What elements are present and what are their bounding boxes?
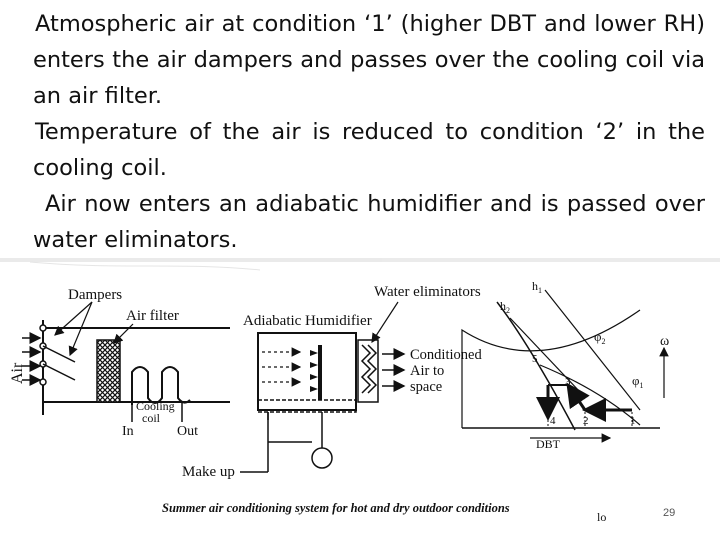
- page-number: 29: [663, 507, 676, 519]
- water-eliminators-label: Water eliminators: [374, 284, 481, 300]
- humidifier-box: [257, 332, 357, 411]
- humidifier-flow-arrows: [262, 347, 302, 387]
- omega-label: ω: [660, 334, 669, 349]
- cooling-coil-label: Cooling coil: [136, 399, 178, 425]
- figure-caption: Summer air conditioning system for hot a…: [162, 501, 510, 515]
- caption-suffix: lo: [597, 510, 606, 524]
- conditioned-label: Conditioned: [410, 347, 482, 363]
- h1-label: h1: [532, 279, 542, 295]
- h2-label: h2: [500, 299, 510, 315]
- humidifier-label: Adiabatic Humidifier: [243, 313, 372, 329]
- air-to-label: Air to: [410, 363, 444, 379]
- outlet-arrows: [382, 348, 406, 392]
- point-4-label: 4: [550, 415, 556, 427]
- dampers-label: Dampers: [68, 287, 122, 303]
- spray-nozzles: [310, 345, 322, 400]
- point-1-label: 1: [630, 415, 636, 427]
- coil-out-label: Out: [177, 424, 198, 439]
- space-label: space: [410, 379, 442, 395]
- psychrometric-chart: [461, 289, 669, 443]
- paragraph-1: Atmospheric air at condition ‘1’ (higher…: [33, 11, 705, 109]
- water-tray: [257, 399, 357, 413]
- dampers: [39, 324, 76, 386]
- makeup-water-pump: [240, 412, 333, 473]
- summer-ac-system-figure: Air Dampers Air filter Cooling coil In O…: [0, 258, 720, 524]
- dbt-label: DBT: [536, 437, 561, 451]
- phi1-label: φ1: [632, 373, 644, 390]
- body-text: Atmospheric air at condition ‘1’ (higher…: [33, 6, 705, 258]
- point-5-label: 5: [532, 353, 538, 365]
- paragraph-2: Temperature of the air is reduced to con…: [33, 119, 705, 181]
- air-filter: [96, 339, 121, 403]
- water-eliminators: [357, 339, 379, 403]
- make-up-label: Make up: [182, 464, 235, 480]
- point-3-label: 3: [565, 376, 571, 388]
- scan-artifacts: [0, 258, 720, 271]
- point-2-label: 2: [583, 415, 589, 427]
- cooling-coil: [131, 366, 191, 405]
- paragraph-3: Air now enters an adiabatic humidifier a…: [33, 191, 705, 253]
- phi2-label: φ2: [594, 329, 606, 346]
- inlet-arrows: [22, 332, 42, 386]
- air-label: Air: [9, 362, 26, 384]
- coil-in-label: In: [122, 424, 134, 439]
- air-filter-label: Air filter: [126, 308, 179, 324]
